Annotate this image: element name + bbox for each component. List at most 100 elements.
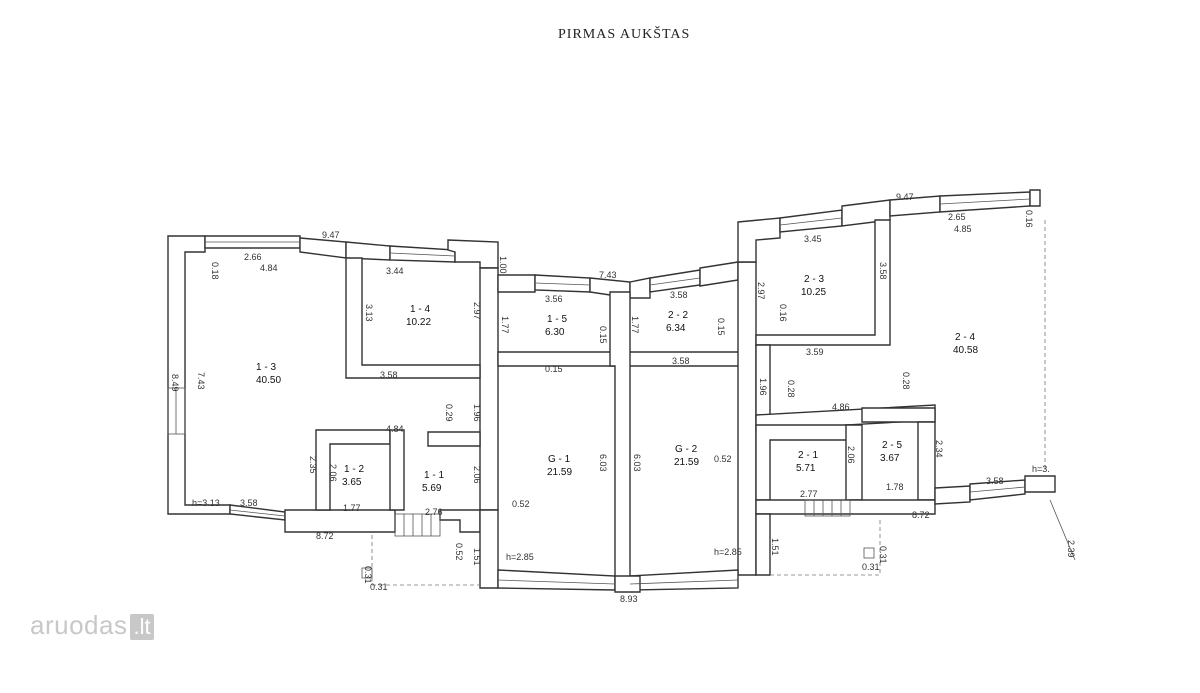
svg-text:21.59: 21.59 (547, 467, 572, 478)
svg-text:1.00: 1.00 (498, 256, 508, 274)
svg-text:4.85: 4.85 (954, 224, 972, 234)
svg-text:4.86: 4.86 (832, 402, 850, 412)
svg-text:2.65: 2.65 (948, 212, 966, 222)
svg-text:40.50: 40.50 (256, 375, 281, 386)
room-labels: 1 - 3 40.50 1 - 4 10.22 1 - 5 6.30 2 - 2 6.3… (256, 274, 978, 494)
room-2-1: 2 - 1 5.71 (796, 450, 818, 474)
svg-text:3.67: 3.67 (880, 453, 900, 464)
svg-text:1.77: 1.77 (343, 503, 361, 513)
svg-text:2.97: 2.97 (472, 302, 482, 320)
svg-text:3.59: 3.59 (806, 347, 824, 357)
svg-text:0.16: 0.16 (1024, 210, 1034, 228)
svg-text:h=2.85: h=2.85 (506, 552, 534, 562)
svg-text:3.58: 3.58 (878, 262, 888, 280)
svg-text:h=3.: h=3. (1032, 464, 1050, 474)
svg-text:0.18: 0.18 (210, 262, 220, 280)
svg-text:3.56: 3.56 (545, 294, 563, 304)
svg-text:1.51: 1.51 (770, 538, 780, 556)
svg-text:3.58: 3.58 (240, 498, 258, 508)
svg-text:5.69: 5.69 (422, 483, 442, 494)
svg-text:0.31: 0.31 (878, 546, 888, 564)
svg-text:2.06: 2.06 (472, 466, 482, 484)
centre-walls (479, 261, 757, 593)
svg-text:1 - 3: 1 - 3 (256, 362, 276, 373)
svg-text:7.43: 7.43 (196, 372, 206, 390)
svg-text:h=2.85: h=2.85 (714, 547, 742, 557)
room-1-2: 1 - 2 3.65 (342, 464, 364, 488)
svg-text:2 - 1: 2 - 1 (798, 450, 818, 461)
logo-name: aruodas (30, 610, 128, 640)
svg-text:6.30: 6.30 (545, 327, 565, 338)
svg-text:0.15: 0.15 (545, 364, 563, 374)
svg-text:9.47: 9.47 (896, 192, 914, 202)
svg-text:0.15: 0.15 (598, 326, 608, 344)
svg-text:40.58: 40.58 (953, 345, 978, 356)
svg-text:0.29: 0.29 (444, 404, 454, 422)
svg-text:2.97: 2.97 (756, 282, 766, 300)
svg-text:4.84: 4.84 (260, 263, 278, 273)
room-g-1: G - 1 21.59 (547, 454, 572, 478)
room-1-5: 1 - 5 6.30 (545, 314, 567, 338)
svg-text:4.84: 4.84 (386, 424, 404, 434)
svg-text:1 - 5: 1 - 5 (547, 314, 567, 325)
svg-text:3.45: 3.45 (804, 234, 822, 244)
svg-text:3.58: 3.58 (670, 290, 688, 300)
svg-text:0.52: 0.52 (454, 543, 464, 561)
svg-text:1.96: 1.96 (472, 404, 482, 422)
svg-text:7.43: 7.43 (599, 270, 617, 280)
svg-text:2.39: 2.39 (1066, 540, 1076, 558)
room-2-3: 2 - 3 10.25 (801, 274, 826, 298)
svg-text:6.03: 6.03 (632, 454, 642, 472)
svg-text:0.52: 0.52 (714, 454, 732, 464)
left-wing-walls (167, 235, 499, 537)
room-g-2: G - 2 21.59 (674, 444, 699, 468)
plan-title: PIRMAS AUKŠTAS (558, 25, 690, 42)
svg-text:1 - 4: 1 - 4 (410, 304, 430, 315)
foundation-lines (361, 499, 1076, 586)
room-2-4: 2 - 4 40.58 (953, 332, 978, 356)
svg-text:2.66: 2.66 (244, 252, 262, 262)
logo-tld: .lt (130, 614, 154, 640)
svg-text:1 - 2: 1 - 2 (344, 464, 364, 475)
svg-text:8.72: 8.72 (316, 531, 334, 541)
svg-text:1.77: 1.77 (500, 316, 510, 334)
svg-text:3.65: 3.65 (342, 477, 362, 488)
svg-text:1.96: 1.96 (758, 378, 768, 396)
aruodas-logo: aruodas .lt (30, 610, 154, 641)
svg-text:2 - 2: 2 - 2 (668, 310, 688, 321)
svg-text:21.59: 21.59 (674, 457, 699, 468)
svg-text:2.34: 2.34 (934, 440, 944, 458)
svg-text:3.13: 3.13 (364, 304, 374, 322)
svg-text:1.78: 1.78 (886, 482, 904, 492)
svg-text:0.28: 0.28 (901, 372, 911, 390)
svg-text:5.71: 5.71 (796, 463, 816, 474)
svg-text:0.31: 0.31 (862, 562, 880, 572)
svg-text:8.72: 8.72 (912, 510, 930, 520)
right-wing-walls (737, 189, 1056, 576)
svg-text:2 - 4: 2 - 4 (955, 332, 975, 343)
svg-text:0.28: 0.28 (786, 380, 796, 398)
svg-text:8.49: 8.49 (170, 374, 180, 392)
room-2-5: 2 - 53.67 (880, 440, 902, 464)
svg-text:3.44: 3.44 (386, 266, 404, 276)
svg-text:6.03: 6.03 (598, 454, 608, 472)
svg-text:2.06: 2.06 (328, 464, 338, 482)
svg-text:1.77: 1.77 (630, 316, 640, 334)
svg-text:8.93: 8.93 (620, 594, 638, 604)
svg-text:10.22: 10.22 (406, 317, 431, 328)
svg-text:0.31: 0.31 (370, 582, 388, 592)
svg-text:2.76: 2.76 (425, 507, 443, 517)
room-1-4: 1 - 4 10.22 (406, 304, 431, 328)
svg-text:1 - 1: 1 - 1 (424, 470, 444, 481)
svg-text:2.77: 2.77 (800, 489, 818, 499)
svg-text:G - 2: G - 2 (675, 444, 698, 455)
svg-text:2 - 3: 2 - 3 (804, 274, 824, 285)
svg-text:3.58: 3.58 (672, 356, 690, 366)
room-1-3: 1 - 3 40.50 (256, 362, 281, 386)
svg-text:0.16: 0.16 (778, 304, 788, 322)
svg-text:9.47: 9.47 (322, 230, 340, 240)
svg-text:2.35: 2.35 (308, 456, 318, 474)
svg-text:G - 1: G - 1 (548, 454, 571, 465)
svg-text:10.25: 10.25 (801, 287, 826, 298)
